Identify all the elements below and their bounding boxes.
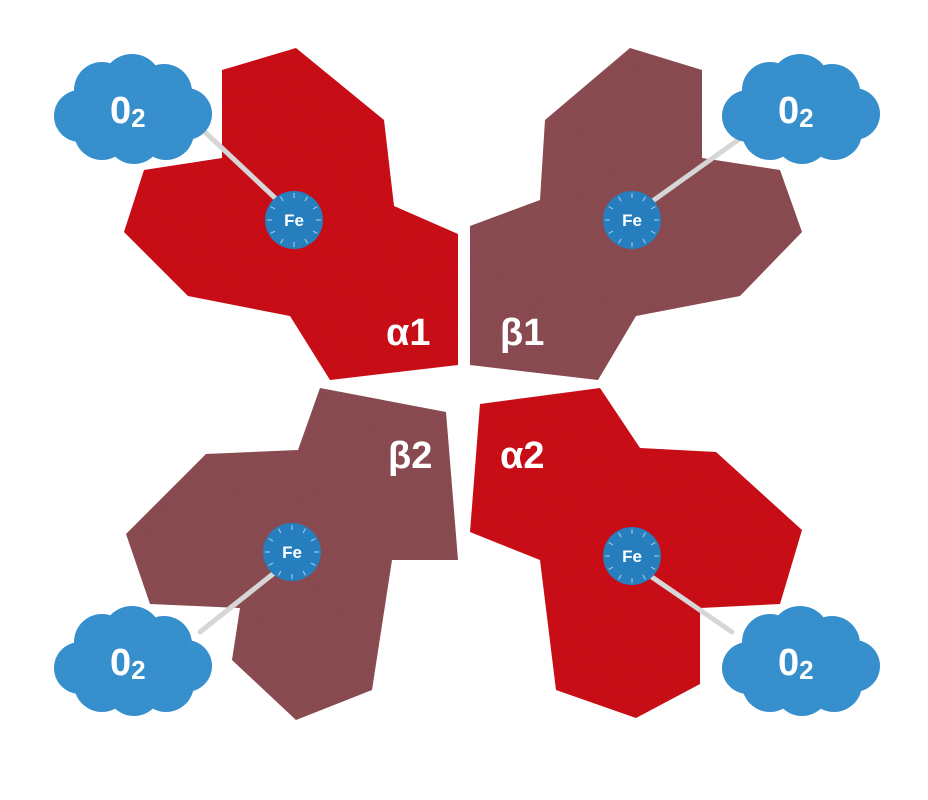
oxygen-cloud-beta1: 02 [722, 54, 880, 164]
iron-alpha1: Fe [265, 191, 323, 249]
iron-alpha2: Fe [603, 527, 661, 585]
iron-beta2: Fe [263, 523, 321, 581]
iron-beta1: Fe [603, 191, 661, 249]
oxygen-label: 02 [110, 642, 146, 685]
label-alpha1: α1 [386, 312, 431, 354]
iron-label: Fe [282, 543, 302, 562]
oxygen-label: 02 [778, 90, 814, 133]
iron-label: Fe [622, 547, 642, 566]
oxygen-label: 02 [778, 642, 814, 685]
bond-alpha1 [187, 115, 293, 215]
label-beta2: β2 [388, 435, 432, 477]
bond-beta1 [637, 127, 755, 213]
label-beta1: β1 [500, 312, 544, 354]
oxygen-cloud-beta2: 02 [54, 606, 212, 716]
label-alpha2: α2 [500, 435, 545, 477]
oxygen-label: 02 [110, 90, 146, 133]
iron-label: Fe [622, 211, 642, 230]
iron-label: Fe [284, 211, 304, 230]
oxygen-cloud-alpha2: 02 [722, 606, 880, 716]
oxygen-cloud-alpha1: 02 [54, 54, 212, 164]
